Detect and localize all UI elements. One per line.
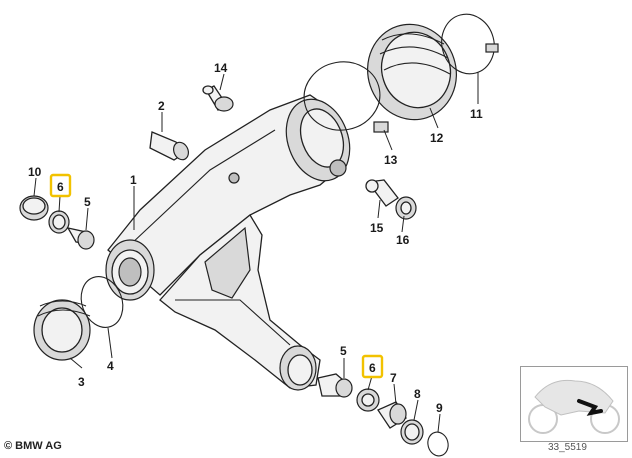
boot-part-3: [33, 299, 91, 361]
callout-6-left: 6: [57, 180, 64, 194]
clamp-part-13: [303, 61, 389, 133]
callout-labels: 1 2 3 4 5 6 10 5 6 7 8 9 11 12 13 14 15 …: [28, 61, 483, 415]
pin-part-5-left: [66, 227, 95, 250]
bolt-part-15: [365, 179, 399, 207]
bolt-part-14: [202, 85, 234, 112]
callout-8: 8: [414, 387, 421, 401]
callout-13: 13: [384, 153, 398, 167]
leader-lines: [33, 72, 479, 433]
locator-thumbnail: [520, 366, 628, 442]
bearing-part-6-right: [356, 388, 380, 412]
clamp-part-11: [441, 13, 499, 75]
pin-part-5-right: [317, 373, 353, 398]
callout-11: 11: [470, 107, 483, 121]
swing-arm-part-1: [105, 94, 351, 391]
callout-10: 10: [28, 165, 42, 179]
diagram-code: 33_5519: [548, 442, 587, 453]
callout-12: 12: [430, 131, 444, 145]
bush-part-2: [149, 131, 189, 161]
nut-part-16: [395, 196, 417, 220]
callout-16: 16: [396, 233, 410, 247]
callout-3: 3: [78, 375, 85, 389]
callout-2: 2: [158, 99, 165, 113]
callout-14: 14: [214, 61, 228, 75]
cap-part-8: [400, 419, 424, 445]
callout-5-right: 5: [340, 344, 347, 358]
cap-part-10: [19, 195, 49, 221]
copyright-notice: © BMW AG: [4, 440, 62, 452]
ring-part-4: [80, 276, 124, 328]
bearing-part-6-left: [48, 210, 70, 234]
callout-5-left: 5: [84, 195, 91, 209]
callout-1: 1: [130, 173, 137, 187]
callout-15: 15: [370, 221, 384, 235]
ring-part-9: [427, 431, 449, 457]
callout-7: 7: [390, 371, 397, 385]
highlight-box-6-right: [361, 354, 384, 379]
gaiter-part-12: [367, 23, 457, 121]
callout-9: 9: [436, 401, 443, 415]
callout-4: 4: [107, 359, 114, 373]
callout-6-right: 6: [369, 361, 376, 375]
highlight-box-6-left: [49, 173, 72, 198]
motorcycle-locator-icon: [528, 379, 620, 434]
sleeve-part-7: [377, 401, 407, 429]
